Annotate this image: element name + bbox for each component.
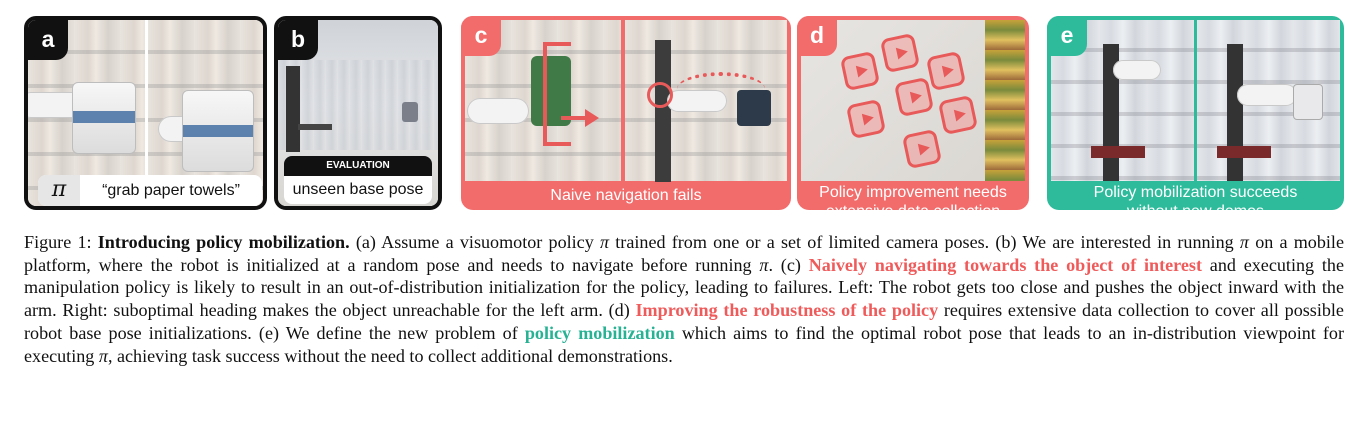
caption-text: . (c): [768, 254, 801, 275]
panel-c: c Naive navigation fails: [461, 16, 791, 210]
pose-sample-icon: [901, 128, 943, 170]
target-object: [737, 90, 771, 126]
heading-circle: [647, 82, 673, 108]
figure-1-images: a π “grab paper towels” b EVALUATION uns…: [0, 0, 1366, 215]
figure-title: Introducing policy mobilization.: [97, 232, 350, 252]
caption-text: which aims to find the optimal robot pos…: [24, 322, 1344, 366]
caption-text: requires extensive data collection to co…: [24, 300, 1344, 343]
pi-symbol: π: [599, 232, 610, 252]
robot-mast: [286, 66, 300, 152]
panel-d-photo: [801, 20, 1025, 181]
panel-d-caption-line1: Policy improvement needs: [819, 184, 1007, 201]
robot-arm: [1237, 84, 1297, 106]
panel-e-right-photo: [1197, 20, 1340, 181]
policy-command-caption: π “grab paper towels”: [38, 175, 262, 206]
figure-caption: Figure 1: Introducing policy mobilizatio…: [24, 231, 1344, 367]
panel-b: b EVALUATION unseen base pose: [274, 16, 442, 210]
caption-text: trained from one or a set of limited cam…: [615, 232, 1234, 252]
highlight-robustness: Improving the robustness of the policy: [635, 300, 939, 321]
panel-d: d Policy improvement needs extensive dat…: [797, 16, 1029, 210]
pose-sample-icon: [893, 76, 935, 118]
caption-text: on a mobile platform, where the robot is…: [24, 232, 1344, 275]
panel-letter-c: c: [461, 16, 501, 56]
panel-d-caption-line2: extensive data collection: [797, 202, 1029, 210]
panel-letter-a: a: [28, 20, 68, 60]
panel-c-right-photo: [625, 20, 787, 182]
paper-towels: [1293, 84, 1323, 120]
target-bag: [531, 56, 571, 126]
panel-b-caption: unseen base pose: [284, 176, 432, 204]
panel-e: e Policy mobilization succeeds without n…: [1047, 16, 1344, 210]
pi-symbol: π: [98, 345, 108, 366]
pi-symbol: π: [1239, 232, 1249, 252]
panel-letter-e: e: [1047, 16, 1087, 56]
evaluation-banner: EVALUATION: [284, 156, 432, 176]
panel-e-caption-line2: without new demos: [1047, 202, 1344, 210]
robot-mast: [1227, 44, 1243, 181]
panel-a: a π “grab paper towels”: [24, 16, 267, 210]
caption-text: and executing the manipulation policy is…: [24, 254, 1344, 321]
pose-sample-icon: [845, 98, 887, 140]
policy-symbol: π: [38, 175, 80, 206]
panel-c-caption: Naive navigation fails: [550, 187, 702, 204]
panel-e-caption-line1: Policy mobilization succeeds: [1093, 184, 1298, 201]
robot-arm: [467, 98, 529, 124]
panel-letter-d: d: [797, 16, 837, 56]
push-arrow-icon: [585, 109, 599, 127]
robot-mast: [655, 40, 671, 182]
reach-arc: [677, 72, 765, 106]
robot-arm: [1113, 60, 1161, 80]
panel-letter-b: b: [278, 20, 318, 60]
pi-symbol: π: [759, 254, 769, 275]
pose-sample-icon: [925, 50, 967, 92]
caption-text: (a) Assume a visuomotor policy: [355, 232, 594, 252]
policy-command-text: “grab paper towels”: [102, 181, 240, 199]
pose-sample-icon: [879, 32, 921, 74]
target-object: [402, 102, 418, 122]
pose-sample-icon: [937, 94, 979, 136]
highlight-policy-mobilization: policy mobilization: [524, 322, 675, 343]
paper-towels: [182, 90, 254, 172]
caption-text: , achieving task success without the nee…: [107, 345, 673, 366]
figure-label: Figure 1:: [24, 232, 92, 252]
highlight-naive-navigation: Naively navigating towards the object of…: [808, 254, 1202, 275]
pose-sample-icon: [839, 50, 881, 92]
paper-towels: [72, 82, 136, 154]
